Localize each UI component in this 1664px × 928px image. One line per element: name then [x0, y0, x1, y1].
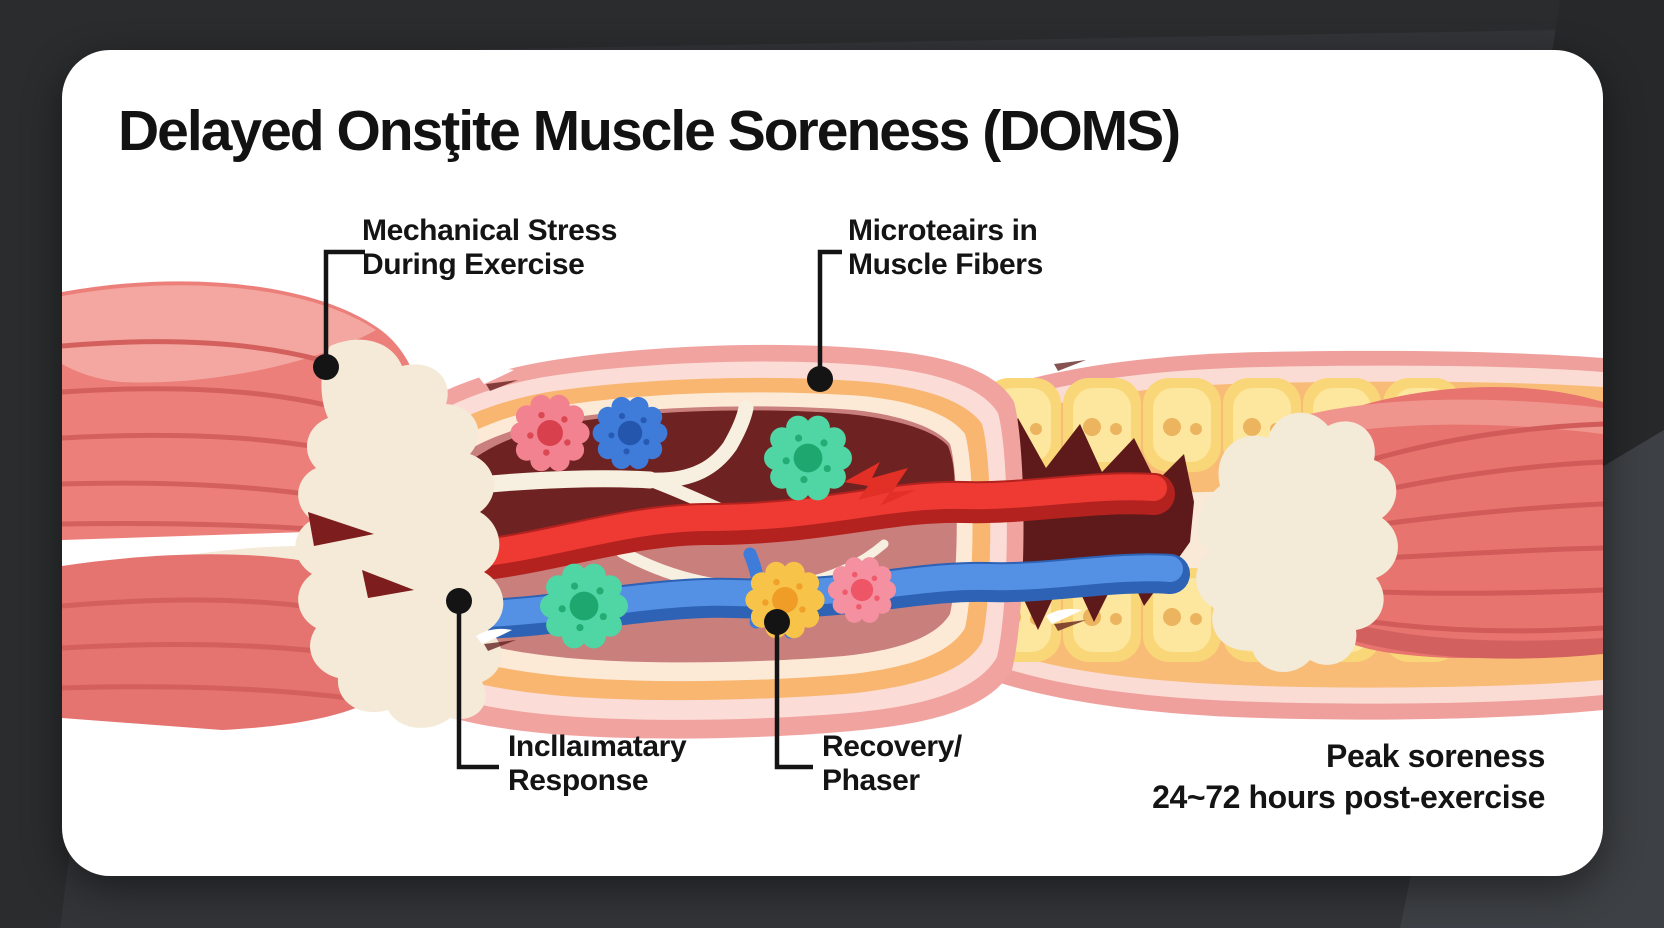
microtears-dot — [807, 366, 833, 392]
cytokine-pink-bottom-icon — [827, 557, 897, 623]
peak-soreness-note: Peak soreness 24~72 hours post-exercise — [1152, 736, 1545, 818]
recovery-connector-line — [774, 622, 813, 770]
callout-inflammatory: Incllaımatary Response — [508, 730, 687, 797]
cytokines-layer — [510, 394, 897, 649]
artery — [341, 472, 1175, 584]
callout-microtears: Microteairs in Muscle Fibers — [848, 214, 1043, 281]
callout-dots — [313, 354, 833, 635]
left-tendon — [295, 339, 504, 728]
fat-cell-icon — [1143, 378, 1221, 472]
peak-soreness-line1: Peak soreness — [1326, 738, 1545, 774]
cytokine-green-top-icon — [764, 415, 852, 501]
right-tendon — [1196, 412, 1398, 673]
callout-microtears-line2: Muscle Fibers — [848, 247, 1043, 281]
callout-recovery-line2: Phaser — [822, 763, 920, 797]
cytokine-pink-top-icon — [510, 394, 590, 472]
muscle-illustration — [62, 249, 1603, 770]
artery-tear-branch — [844, 462, 916, 506]
inflammatory-dot — [446, 588, 472, 614]
callout-connectors — [323, 249, 842, 770]
callout-recovery: Recovery/ Phaser — [822, 730, 962, 797]
tendon-tear-mark-2 — [362, 570, 414, 598]
cytokine-blue-icon — [592, 396, 668, 470]
callout-mechanical-stress: Mechanical Stress During Exercise — [362, 214, 617, 281]
recovery-dot — [764, 609, 790, 635]
callout-inflammatory-line1: Incllaımatary — [508, 730, 687, 763]
callout-microtears-line1: Microteairs in — [848, 214, 1038, 247]
callout-mechanical-line1: Mechanical Stress — [362, 214, 617, 247]
page-title: Delayed Onsţite Muscle Soreness (DOMS) — [118, 99, 1181, 163]
callout-recovery-line1: Recovery/ — [822, 730, 962, 763]
peak-soreness-line2: 24~72 hours post-exercise — [1152, 778, 1545, 815]
mechanical-connector-line — [323, 249, 365, 367]
tendon-tear-mark — [308, 512, 374, 546]
infographic-card: Delayed Onsţite Muscle Soreness (DOMS) M… — [62, 50, 1603, 876]
callout-inflammatory-line2: Response — [508, 763, 649, 797]
cytokine-green-bottom-icon — [540, 563, 628, 649]
inflammatory-connector-line — [456, 601, 499, 770]
callout-mechanical-line2: During Exercise — [362, 247, 585, 281]
micro-tear-ticks — [476, 348, 1086, 651]
mechanical-dot — [313, 354, 339, 380]
microtears-connector-line — [817, 249, 842, 379]
background-facet-top — [0, 0, 1664, 58]
right-muscle — [1196, 387, 1603, 673]
